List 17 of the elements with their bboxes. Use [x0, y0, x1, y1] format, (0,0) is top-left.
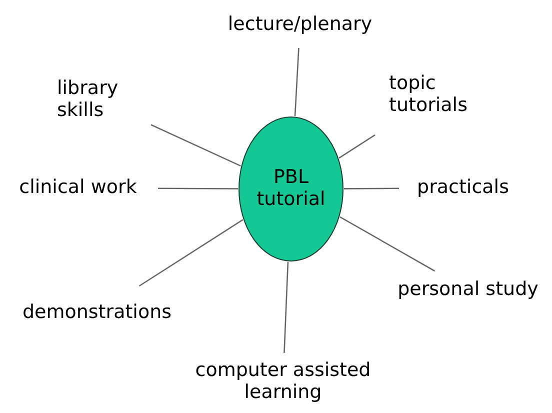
- activity-label: lecture/plenary: [226, 14, 374, 36]
- activity-label: library skills: [57, 78, 120, 122]
- connector-line: [138, 219, 244, 287]
- connector-line: [344, 188, 399, 190]
- connector-line: [340, 216, 436, 272]
- center-label: PBL tutorial: [256, 167, 326, 211]
- connector-line: [338, 134, 376, 159]
- activity-label: clinical work: [18, 177, 138, 199]
- activity-label: topic tutorials: [389, 73, 468, 117]
- connector-line: [158, 188, 238, 190]
- activity-label: demonstrations: [21, 302, 173, 324]
- activity-label: practicals: [416, 177, 510, 199]
- connector-line: [294, 48, 300, 116]
- connector-line: [284, 262, 289, 354]
- connector-line: [150, 124, 241, 167]
- activity-label: personal study: [396, 279, 540, 301]
- activity-label: computer assisted learning: [194, 360, 372, 404]
